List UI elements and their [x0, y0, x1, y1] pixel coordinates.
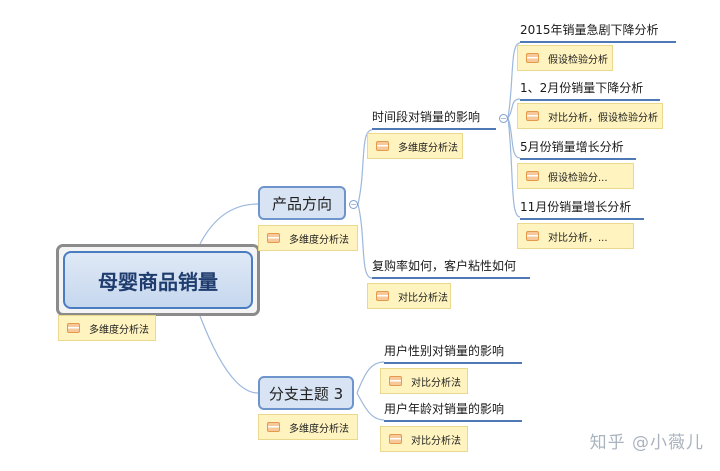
note-icon	[376, 141, 389, 151]
subtopic-repurchase-note[interactable]: 对比分析法	[367, 283, 451, 309]
watermark: 知乎 @小薇儿	[589, 433, 704, 453]
note-icon	[526, 231, 539, 241]
branch-topic-3[interactable]: 分支主题 3	[258, 376, 354, 410]
leaf-may-growth-label: 5月份销量增长分析	[520, 140, 624, 154]
leaf-jan-feb-decline-label: 1、2月份销量下降分析	[520, 81, 644, 95]
leaf-jan-feb-decline[interactable]: 1、2月份销量下降分析	[520, 80, 660, 101]
subtopic-gender[interactable]: 用户性别对销量的影响	[384, 343, 522, 364]
subtopic-age-note-label: 对比分析法	[411, 435, 461, 447]
note-icon	[267, 233, 280, 243]
leaf-may-growth-note-label: 假设检验分...	[548, 172, 608, 184]
note-icon	[267, 422, 280, 432]
root-topic-title: 母婴商品销量	[63, 251, 253, 309]
leaf-nov-growth-label: 11月份销量增长分析	[520, 200, 632, 214]
note-icon	[376, 291, 389, 301]
root-topic[interactable]: 母婴商品销量	[56, 244, 260, 316]
leaf-jan-feb-decline-note-label: 对比分析，假设检验分析	[548, 112, 658, 124]
subtopic-repurchase[interactable]: 复购率如何，客户粘性如何	[372, 258, 530, 279]
branch-product-note[interactable]: 多维度分析法	[258, 225, 358, 251]
branch-topic-product-label: 产品方向	[271, 194, 332, 213]
leaf-2015-decline-note-label: 假设检验分析	[548, 54, 608, 66]
link-branch3-gender	[356, 361, 385, 394]
link-branch1-repurchase	[357, 203, 373, 279]
collapse-toggle-icon[interactable]: −	[349, 200, 358, 209]
subtopic-age-label: 用户年龄对销量的影响	[384, 402, 505, 416]
note-icon	[526, 53, 539, 63]
link-root-branch3	[199, 315, 259, 394]
subtopic-gender-note-label: 对比分析法	[411, 377, 461, 389]
link-time-may	[507, 117, 521, 159]
subtopic-repurchase-label: 复购率如何，客户粘性如何	[372, 259, 517, 273]
note-icon	[526, 171, 539, 181]
branch-3-note-label: 多维度分析法	[289, 423, 349, 435]
leaf-may-growth-note[interactable]: 假设检验分...	[517, 163, 634, 189]
leaf-2015-decline-label: 2015年销量急剧下降分析	[520, 23, 659, 37]
subtopic-age[interactable]: 用户年龄对销量的影响	[384, 401, 522, 422]
link-time-jan-feb	[507, 98, 521, 119]
subtopic-gender-note[interactable]: 对比分析法	[380, 368, 468, 394]
link-time-nov	[507, 117, 521, 218]
subtopic-time-period-label: 时间段对销量的影响	[372, 110, 481, 124]
branch-3-note[interactable]: 多维度分析法	[258, 414, 358, 440]
note-icon	[67, 323, 80, 333]
leaf-may-growth[interactable]: 5月份销量增长分析	[520, 139, 636, 160]
leaf-nov-growth-note-label: 对比分析，...	[548, 232, 608, 244]
link-branch3-age	[356, 392, 385, 421]
branch-product-note-label: 多维度分析法	[289, 234, 349, 246]
branch-topic-product[interactable]: 产品方向	[258, 186, 346, 220]
leaf-jan-feb-decline-note[interactable]: 对比分析，假设检验分析	[517, 103, 663, 129]
subtopic-repurchase-note-label: 对比分析法	[398, 292, 448, 304]
root-note[interactable]: 多维度分析法	[58, 315, 156, 341]
collapse-toggle-icon[interactable]: −	[499, 114, 508, 123]
branch-topic-3-label: 分支主题 3	[268, 384, 344, 403]
link-branch1-time	[357, 129, 373, 205]
subtopic-time-period-note-label: 多维度分析法	[398, 142, 458, 154]
subtopic-time-period[interactable]: 时间段对销量的影响	[372, 109, 496, 130]
subtopic-gender-label: 用户性别对销量的影响	[384, 344, 505, 358]
link-time-2015	[507, 42, 521, 119]
note-icon	[389, 434, 402, 444]
link-root-branch1	[199, 203, 259, 245]
leaf-nov-growth[interactable]: 11月份销量增长分析	[520, 199, 644, 220]
subtopic-time-period-note[interactable]: 多维度分析法	[367, 133, 463, 159]
leaf-2015-decline[interactable]: 2015年销量急剧下降分析	[520, 22, 676, 43]
note-icon	[526, 111, 539, 121]
leaf-nov-growth-note[interactable]: 对比分析，...	[517, 223, 634, 249]
subtopic-age-note[interactable]: 对比分析法	[380, 426, 468, 452]
root-note-label: 多维度分析法	[89, 324, 149, 336]
note-icon	[389, 376, 402, 386]
leaf-2015-decline-note[interactable]: 假设检验分析	[517, 45, 613, 71]
